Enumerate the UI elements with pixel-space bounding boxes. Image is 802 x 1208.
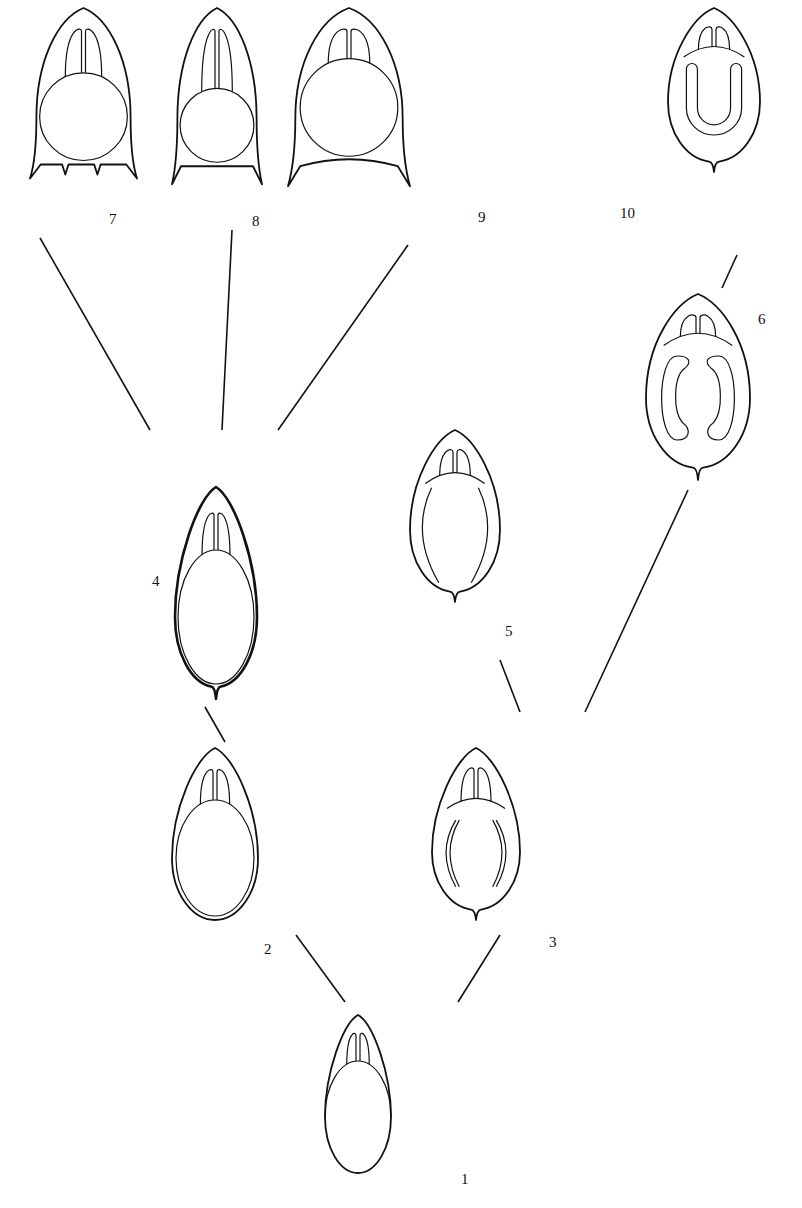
spore-figure xyxy=(405,425,505,660)
figure-node: 8 xyxy=(168,5,266,230)
spore-detail xyxy=(471,488,487,583)
spore-detail xyxy=(325,1061,391,1117)
spore-figure xyxy=(140,430,290,707)
spore-figure xyxy=(426,712,590,935)
spore-figure xyxy=(168,742,305,935)
lineage-line xyxy=(278,245,408,430)
spore-detail xyxy=(178,550,254,684)
spore-detail xyxy=(180,88,254,162)
lineage-line xyxy=(458,935,500,1002)
spore-outline xyxy=(30,8,137,179)
figure-node: 1 xyxy=(320,1002,470,1180)
spore-outline xyxy=(668,8,760,172)
spore-detail xyxy=(664,333,733,345)
spore-outline xyxy=(288,8,410,186)
spore-detail xyxy=(422,488,438,583)
spore-outline xyxy=(432,748,520,920)
lineage-line xyxy=(585,490,688,712)
figure-number: 5 xyxy=(505,622,513,640)
spore-outline xyxy=(410,430,500,602)
figure-number: 7 xyxy=(109,210,117,228)
spore-detail xyxy=(40,73,128,161)
spore-detail xyxy=(707,356,734,440)
figure-number: 10 xyxy=(620,204,635,222)
figure-number: 6 xyxy=(758,310,766,328)
figure-node: 4 xyxy=(140,430,290,707)
spore-detail xyxy=(440,450,471,476)
figure-node: 2 xyxy=(168,742,305,935)
figure-number: 1 xyxy=(461,1170,469,1188)
spore-figure xyxy=(640,288,757,490)
spore-outline xyxy=(172,8,262,184)
spore-detail xyxy=(202,513,230,555)
spore-figure xyxy=(664,5,764,255)
spore-detail xyxy=(176,800,254,916)
figure-node: 10 xyxy=(664,5,764,255)
spore-outline xyxy=(175,487,257,699)
spore-detail xyxy=(662,356,689,440)
spore-detail xyxy=(65,29,101,77)
figure-node: 9 xyxy=(284,5,414,245)
spore-detail xyxy=(680,315,715,337)
figure-node: 5 xyxy=(405,425,505,660)
spore-detail xyxy=(461,768,491,802)
spore-figure xyxy=(25,5,142,238)
spore-outline xyxy=(325,1015,391,1173)
figure-number: 3 xyxy=(549,933,557,951)
figure-node: 3 xyxy=(426,712,590,935)
figure-node: 6 xyxy=(640,288,757,490)
spore-outline xyxy=(646,294,750,480)
spore-figure xyxy=(320,1002,470,1180)
spore-detail xyxy=(300,59,398,157)
figure-node: 7 xyxy=(25,5,142,238)
spore-detail xyxy=(450,820,459,887)
spore-detail xyxy=(686,63,741,135)
lineage-line xyxy=(296,935,345,1002)
spore-detail xyxy=(447,798,505,808)
lineage-line xyxy=(500,660,520,712)
spore-figure xyxy=(284,5,414,245)
spore-outline xyxy=(172,748,258,920)
lineage-line xyxy=(722,255,737,288)
figure-number: 2 xyxy=(264,940,272,958)
spore-detail xyxy=(347,1033,369,1064)
figure-number: 4 xyxy=(152,572,160,590)
spore-detail xyxy=(698,27,729,50)
figure-number: 8 xyxy=(252,212,260,230)
spore-detail xyxy=(493,820,502,887)
spore-detail xyxy=(684,47,745,58)
lineage-line xyxy=(205,707,225,742)
spore-detail xyxy=(328,29,369,63)
spore-detail xyxy=(200,770,229,805)
spore-detail xyxy=(425,473,484,484)
spore-figure xyxy=(168,5,266,230)
lineage-line xyxy=(40,238,150,430)
figure-number: 9 xyxy=(478,208,486,226)
spore-detail xyxy=(202,29,233,91)
lineage-line xyxy=(222,230,232,430)
